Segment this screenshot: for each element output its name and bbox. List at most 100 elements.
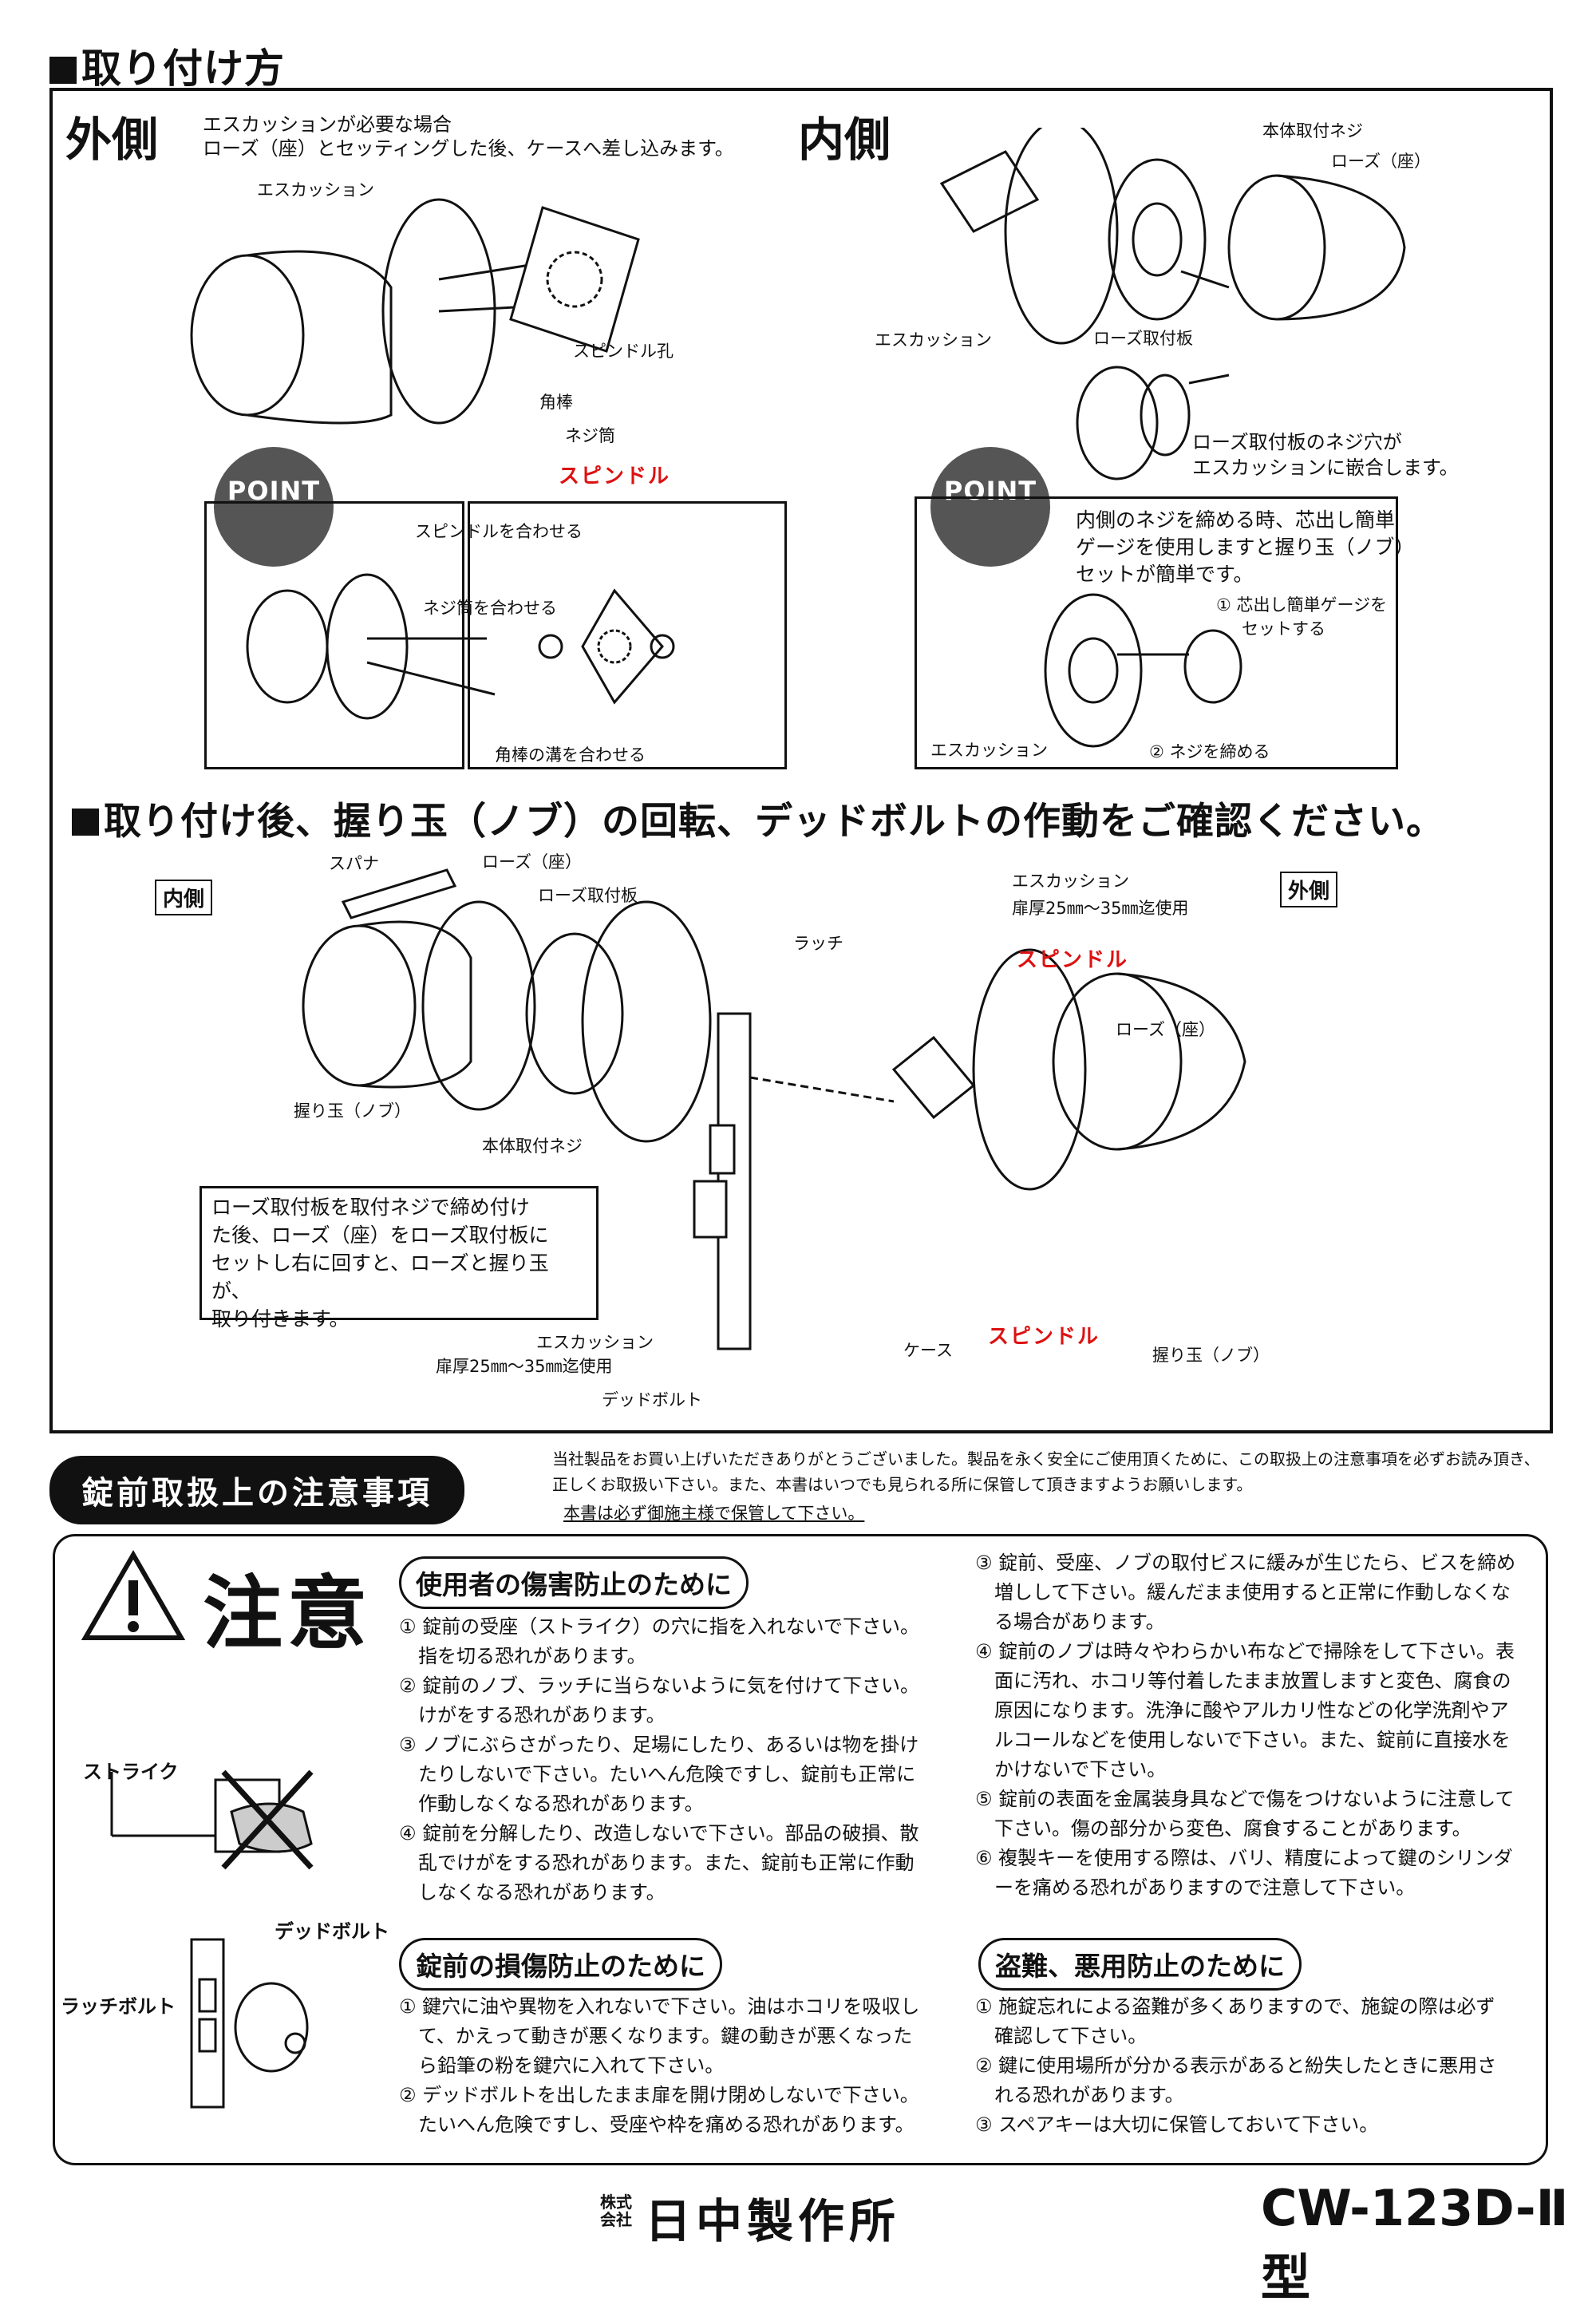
outside-point-illustration xyxy=(246,573,675,720)
inside-heading: 内側 xyxy=(798,113,891,167)
confirm-note-line-2: た後、ローズ（座）をローズ取付板に xyxy=(211,1224,549,1247)
caution-sec3-line: かけないで下さい。 xyxy=(975,1758,1167,1781)
confirm-note-line-4: 取り付きます。 xyxy=(211,1307,350,1330)
caution-intro-1: 当社製品をお買い上げいただきありがとうございました。製品を永く安全にご使用頂くた… xyxy=(552,1449,1540,1469)
caution-sec2-line: て、かえって動きが悪くなります。鍵の動きが悪くなった xyxy=(399,2025,913,2047)
outside-label-spindle-hole: スピンドル孔 xyxy=(573,342,674,361)
inside-point-text-3: セットが簡単です。 xyxy=(1076,563,1254,586)
latchbolt-label: ラッチボルト xyxy=(61,1995,176,2018)
caution-intro-2: 正しくお取扱い下さい。また、本書はいつでも見られる所に保管して頂きますようお願い… xyxy=(552,1475,1253,1494)
caution-sec3-line: る場合があります。 xyxy=(975,1611,1165,1633)
caution-sec1-body: ① 錠前の受座（ストライク）の穴に指を入れないで下さい。 指を切る恐れがあります… xyxy=(399,1612,926,1908)
inside-point-step1a: ① 芯出し簡単ゲージを xyxy=(1216,595,1388,615)
caution-sec1-line: ③ ノブにぶらさがったり、足場にしたり、あるいは物を掛け xyxy=(399,1734,919,1756)
caution-sec1-title: 使用者の傷害防止のために xyxy=(399,1556,749,1609)
caution-sec2-line: ① 鍵穴に油や異物を入れないで下さい。油はホコリを吸収し xyxy=(399,1995,920,2018)
inside-label-rose: ローズ（座） xyxy=(1331,152,1431,171)
confirm-label-spindle-top: スピンドル xyxy=(1017,948,1129,972)
confirm-tag-inside: 内側 xyxy=(155,880,213,915)
confirm-label-rose-inner: ローズ（座） xyxy=(482,852,582,872)
inside-note-1: ローズ取付板のネジ穴が xyxy=(1192,431,1402,453)
install-section-title: 取り付け方 xyxy=(49,37,285,94)
outside-label-screw-tube: ネジ筒 xyxy=(565,426,615,445)
caution-sec2-line: ら鉛筆の粉を鍵穴に入れて下さい。 xyxy=(399,2054,725,2077)
inside-note-2: エスカッションに嵌合します。 xyxy=(1192,457,1459,479)
inside-point-illustration xyxy=(1044,593,1242,748)
confirm-note-line-1: ローズ取付板を取付ネジで締め付け xyxy=(211,1196,530,1219)
caution-sec4-line: 確認して下さい。 xyxy=(975,2025,1148,2047)
caution-sec2-body: ① 鍵穴に油や異物を入れないで下さい。油はホコリを吸収し て、かえって動きが悪く… xyxy=(399,1992,926,2140)
outside-point-label-tube: ネジ筒を合わせる xyxy=(423,599,557,618)
caution-intro-3: 本書は必ず御施主様で保管して下さい。 xyxy=(563,1504,865,1523)
install-box xyxy=(49,88,1553,1433)
caution-sec2-line: たいへん危険ですし、受座や枠を痛める恐れがあります。 xyxy=(399,2113,915,2136)
caution-sec1-line: しなくなる恐れがあります。 xyxy=(399,1881,666,1904)
confirm-note-line-3: セットし右に回すと、ローズと握り玉が、 xyxy=(211,1251,549,1303)
confirm-note-box: ローズ取付板を取付ネジで締め付け た後、ローズ（座）をローズ取付板に セットし右… xyxy=(200,1186,598,1330)
inside-point-step1b: セットする xyxy=(1242,619,1325,639)
inside-label-body-screw: 本体取付ネジ xyxy=(1262,121,1363,140)
caution-sec4-line: ② 鍵に使用場所が分かる表示があると紛失したときに悪用さ xyxy=(975,2054,1497,2077)
model-number: CW-123D-Ⅱ型 xyxy=(1261,2179,1569,2307)
outside-label-spindle: スピンドル xyxy=(559,465,671,488)
warning-triangle-icon xyxy=(81,1549,185,1640)
deadbolt-label: デッドボルト xyxy=(275,1920,389,1943)
caution-sec4-body: ① 施錠忘れによる盗難が多くありますので、施錠の際は必ず 確認して下さい。 ② … xyxy=(975,1992,1526,2140)
confirm-label-knob-inner: 握り玉（ノブ） xyxy=(294,1101,411,1121)
confirm-tag-outside: 外側 xyxy=(1280,872,1338,907)
caution-sec3-line: 原因になります。洗浄に酸やアルカリ性などの化学洗剤やア xyxy=(975,1699,1509,1722)
outside-point-label-spindle: スピンドルを合わせる xyxy=(415,522,583,541)
caution-sec3-line: ⑤ 錠前の表面を金属装身具などで傷をつけないように注意して xyxy=(975,1788,1515,1810)
caution-sec1-line: けがをする恐れがあります。 xyxy=(399,1704,666,1726)
confirm-label-spindle-bottom: スピンドル xyxy=(988,1325,1100,1349)
confirm-label-escutcheon-top: エスカッション xyxy=(1012,872,1129,891)
caution-sec1-line: 指を切る恐れがあります。 xyxy=(399,1645,646,1667)
caution-sec3-line: ルコールなどを使用しないで下さい。また、錠前に直接水を xyxy=(975,1729,1511,1751)
outside-label-escutcheon: エスカッション xyxy=(257,180,374,200)
caution-sec2-line: ② デッドボルトを出したまま扉を開け閉めしないで下さい。 xyxy=(399,2084,919,2106)
caution-sec1-line: 乱でけがをする恐れがあります。また、錠前も正常に作動 xyxy=(399,1852,915,1874)
confirm-label-rose-outer: ローズ（座） xyxy=(1116,1020,1215,1039)
caution-sec3-line: 下さい。傷の部分から変色、腐食することがあります。 xyxy=(975,1817,1472,1840)
inside-label-rose-plate: ローズ取付板 xyxy=(1093,329,1193,348)
outside-point-box-left xyxy=(204,501,464,769)
caution-sec1-line: ① 錠前の受座（ストライク）の穴に指を入れないで下さい。 xyxy=(399,1615,919,1638)
caution-sec4-line: れる恐れがあります。 xyxy=(975,2084,1184,2106)
confirm-label-knob-outer: 握り玉（ノブ） xyxy=(1152,1346,1270,1365)
confirm-section-title: 取り付け後、握り玉（ノブ）の回転、デッドボルトの作動をご確認ください。 xyxy=(72,790,1444,845)
caution-sec3-line: ⑥ 複製キーを使用する際は、バリ、精度によって鍵のシリンダ xyxy=(975,1847,1513,1869)
inside-exploded-illustration xyxy=(939,128,1406,480)
confirm-label-spanner: スパナ xyxy=(329,854,379,873)
inside-point-step2: ② ネジを締める xyxy=(1149,742,1270,761)
caution-sec4-line: ① 施錠忘れによる盗難が多くありますので、施錠の際は必ず xyxy=(975,1995,1495,2018)
caution-sec3-line: ③ 錠前、受座、ノブの取付ビスに緩みが生じたら、ビスを締め xyxy=(975,1552,1516,1574)
confirm-label-latch: ラッチ xyxy=(793,934,843,953)
caution-sec1-line: たりしないで下さい。たいへん危険ですし、錠前も正常に xyxy=(399,1763,916,1785)
inside-point-box xyxy=(915,496,1398,769)
confirm-label-door-thickness-bottom: 扉厚25㎜～35㎜迄使用 xyxy=(436,1357,613,1376)
outside-desc-1: エスカッションが必要な場合 xyxy=(203,113,452,136)
caution-sec3-line: 面に汚れ、ホコリ等付着したまま放置しますと変色、腐食の xyxy=(975,1670,1511,1692)
inside-point-badge: POINT xyxy=(930,447,1050,567)
caution-sec3-body: ③ 錠前、受座、ノブの取付ビスに緩みが生じたら、ビスを締め 増しして下さい。緩ん… xyxy=(975,1548,1526,1903)
outside-point-badge: POINT xyxy=(214,447,334,567)
caution-sec4-line: ③ スペアキーは大切に保管しておいて下さい。 xyxy=(975,2113,1379,2136)
outside-point-box-right xyxy=(468,501,787,769)
confirm-label-body-screw: 本体取付ネジ xyxy=(482,1137,583,1156)
company-prefix: 株式 会社 xyxy=(600,2193,632,2228)
caution-box xyxy=(53,1534,1548,2165)
caution-mark: 注意 xyxy=(203,1566,372,1660)
confirm-label-escutcheon-bottom: エスカッション xyxy=(536,1333,654,1352)
caution-sec3-line: ④ 錠前のノブは時々やわらかい布などで掃除をして下さい。表 xyxy=(975,1640,1515,1663)
confirm-label-rose-plate: ローズ取付板 xyxy=(538,886,638,905)
caution-banner: 錠前取扱上の注意事項 xyxy=(49,1456,464,1524)
company-prefix-line-2: 会社 xyxy=(600,2210,632,2229)
outside-point-label-groove: 角棒の溝を合わせる xyxy=(495,745,646,765)
caution-sec3-line: 増しして下さい。緩んだまま使用すると正常に作動しなくな xyxy=(975,1581,1511,1603)
confirm-label-door-thickness-top: 扉厚25㎜～35㎜迄使用 xyxy=(1012,899,1189,918)
company-name: 日中製作所 xyxy=(645,2194,901,2248)
inside-point-text-1: 内側のネジを締める時、芯出し簡単 xyxy=(1076,508,1396,532)
confirm-label-case: ケース xyxy=(903,1341,953,1360)
strike-label: ストライク xyxy=(83,1761,179,1783)
caution-sec1-line: 作動しなくなる恐れがあります。 xyxy=(399,1793,704,1815)
